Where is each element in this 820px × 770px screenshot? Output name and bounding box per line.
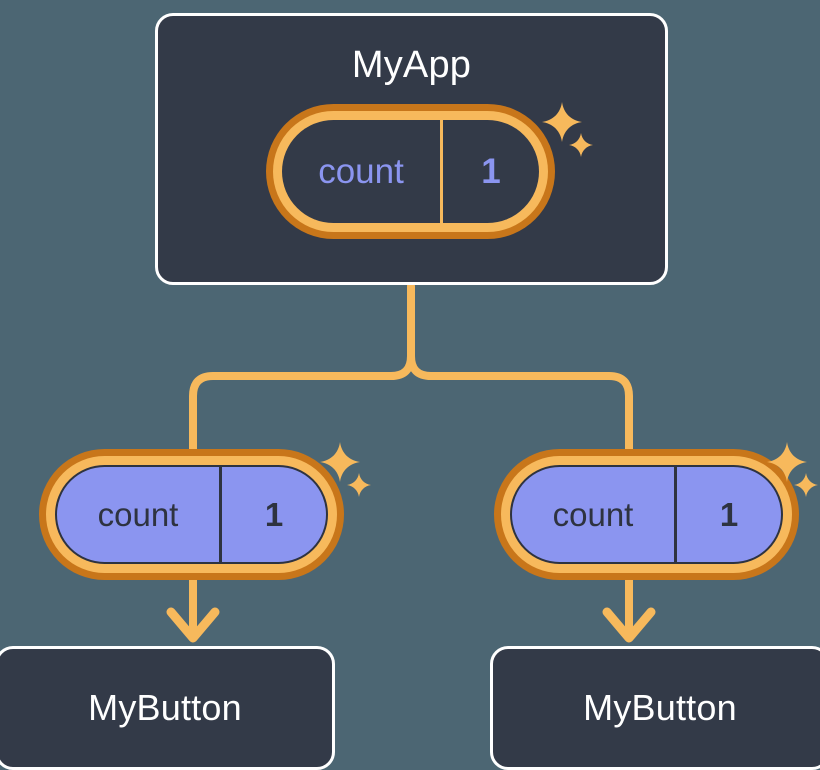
state-pill-outer-ring: count 1 (39, 449, 344, 580)
state-pill-outer-ring: count 1 (266, 104, 555, 239)
mybutton-card-right[interactable]: MyButton (490, 646, 820, 770)
mybutton-card-left[interactable]: MyButton (0, 646, 335, 770)
state-pill-key: count (512, 467, 677, 562)
mybutton-card-title: MyButton (583, 687, 737, 728)
state-pill-key: count (282, 120, 443, 223)
mybutton-card-title: MyButton (88, 687, 242, 728)
state-pill-body: count 1 (55, 465, 328, 564)
arrow-down-icon-left (166, 578, 220, 643)
sparkle-four-point-small-icon (347, 473, 371, 497)
state-pill-myapp[interactable]: count 1 (266, 104, 555, 239)
state-pill-inner-ring: count 1 (46, 456, 337, 573)
state-pill-body: count 1 (282, 120, 539, 223)
state-pill-child-left[interactable]: count 1 (39, 449, 344, 580)
state-pill-value: 1 (481, 151, 501, 191)
state-pill-key: count (57, 467, 222, 562)
state-pill-inner-ring: count 1 (501, 456, 792, 573)
myapp-card-title: MyApp (351, 44, 472, 86)
state-pill-body: count 1 (510, 465, 783, 564)
arrow-down-icon-right (602, 578, 656, 643)
state-pill-outer-ring: count 1 (494, 449, 799, 580)
branch-connector-icon (189, 282, 633, 456)
state-pill-child-right[interactable]: count 1 (494, 449, 799, 580)
state-pill-value: 1 (719, 495, 739, 533)
state-pill-inner-ring: count 1 (273, 111, 548, 232)
state-pill-value: 1 (264, 495, 284, 533)
